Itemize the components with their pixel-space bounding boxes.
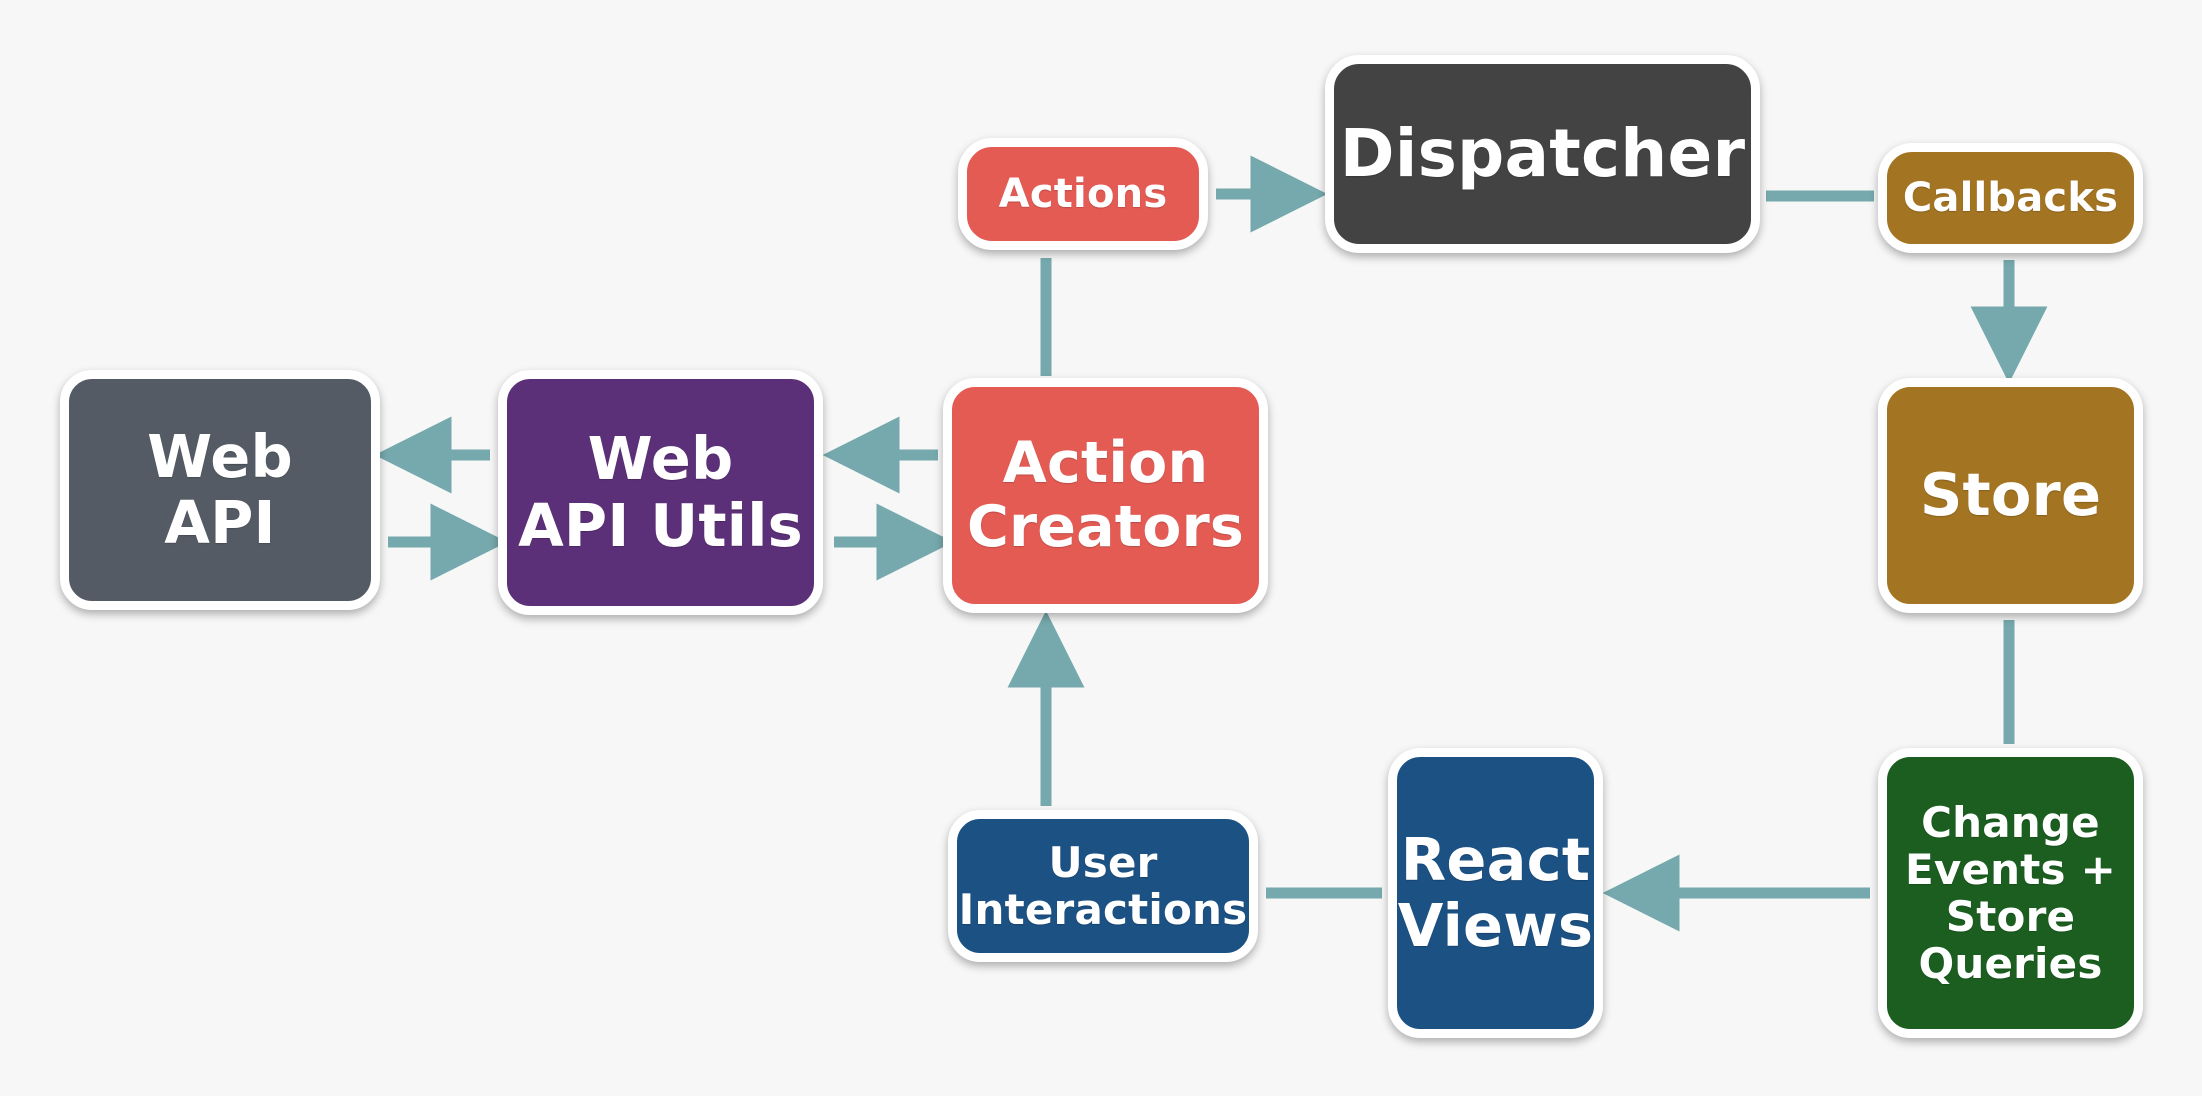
node-web-api-utils[interactable]: Web API Utils [498,370,823,615]
node-actions[interactable]: Actions [958,138,1208,250]
node-action-creators[interactable]: Action Creators [943,378,1268,613]
node-dispatcher[interactable]: Dispatcher [1325,55,1760,253]
node-callbacks[interactable]: Callbacks [1878,143,2143,253]
node-react-views[interactable]: React Views [1388,748,1603,1038]
node-web-api[interactable]: Web API [60,370,380,610]
node-user-interactions[interactable]: User Interactions [948,810,1258,962]
node-store[interactable]: Store [1878,378,2143,613]
node-change-events-store-queries[interactable]: Change Events + Store Queries [1878,748,2143,1038]
